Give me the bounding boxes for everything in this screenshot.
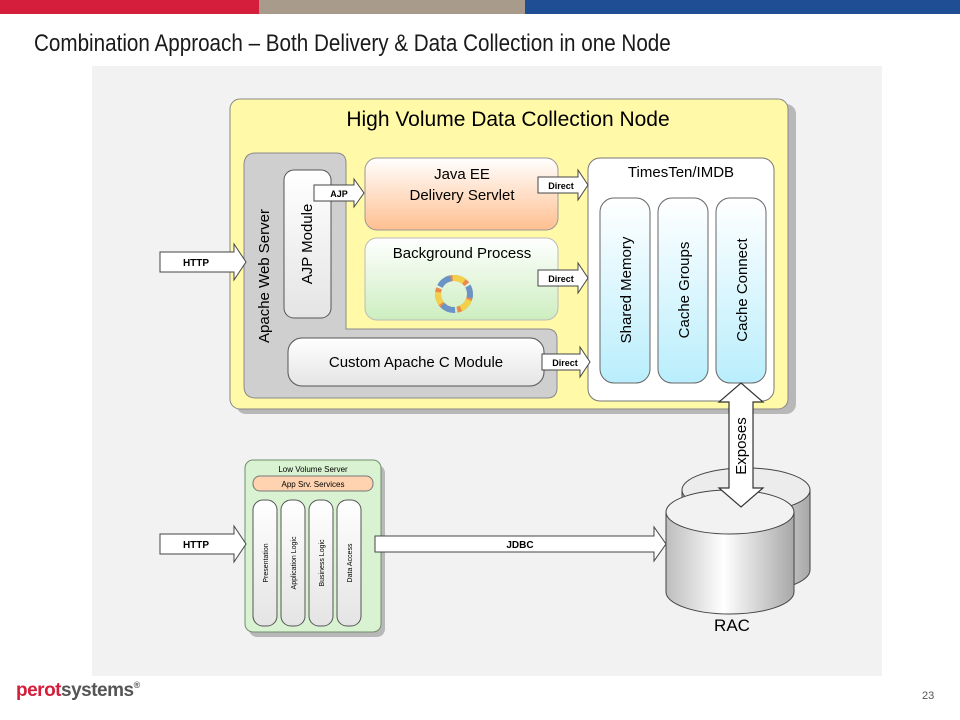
exposes-arrow bbox=[717, 382, 765, 508]
ajp-module-label: AJP Module bbox=[299, 204, 316, 285]
logo-mark: ® bbox=[133, 680, 141, 690]
recycle-cycle-icon bbox=[435, 275, 473, 313]
app-srv-services-label: App Srv. Services bbox=[282, 480, 345, 489]
top-bar-blue bbox=[525, 0, 960, 14]
low-volume-server-label: Low Volume Server bbox=[278, 465, 348, 474]
direct-arrow-2 bbox=[537, 261, 589, 295]
high-volume-node-title: High Volume Data Collection Node bbox=[346, 108, 669, 131]
direct-arrow-1 bbox=[537, 168, 589, 202]
application-logic-label: Application Logic bbox=[291, 536, 298, 589]
apache-web-server-label: Apache Web Server bbox=[256, 209, 273, 343]
background-process-label: Background Process bbox=[393, 245, 531, 262]
cache-groups-box bbox=[657, 197, 709, 384]
presentation-box bbox=[252, 499, 278, 627]
business-logic-label: Business Logic bbox=[319, 539, 326, 587]
top-bar-tan bbox=[259, 0, 525, 14]
logo-part1: perot bbox=[16, 680, 62, 701]
direct-arrow-3 bbox=[541, 345, 591, 379]
jdbc-arrow bbox=[374, 525, 667, 563]
cache-groups-label: Cache Groups bbox=[676, 242, 693, 339]
data-access-box bbox=[336, 499, 362, 627]
presentation-label: Presentation bbox=[263, 543, 270, 582]
direct-arrow-1-label: Direct bbox=[548, 181, 574, 191]
http-arrow-bottom bbox=[159, 524, 247, 564]
shared-memory-label: Shared Memory bbox=[618, 236, 635, 343]
exposes-label: Exposes bbox=[733, 417, 750, 475]
timesten-label: TimesTen/IMDB bbox=[628, 164, 734, 181]
jdbc-arrow-label: JDBC bbox=[506, 540, 533, 551]
perot-systems-logo: perotsystems® bbox=[16, 680, 140, 702]
logo-part2: systems bbox=[61, 680, 134, 701]
rac-database-icon bbox=[665, 467, 811, 615]
java-ee-label-line1: Java EE bbox=[434, 166, 490, 183]
cache-connect-label: Cache Connect bbox=[734, 237, 751, 341]
direct-arrow-3-label: Direct bbox=[552, 358, 578, 368]
direct-arrow-2-label: Direct bbox=[548, 274, 574, 284]
rac-label: RAC bbox=[714, 616, 750, 635]
app-srv-services-box bbox=[252, 475, 374, 492]
page-title: Combination Approach – Both Delivery & D… bbox=[34, 30, 671, 57]
http-arrow-top bbox=[159, 242, 247, 282]
page-number: 23 bbox=[922, 690, 935, 702]
data-access-label: Data Access bbox=[347, 543, 354, 582]
http-arrow-bottom-label: HTTP bbox=[183, 540, 209, 551]
top-bar-red bbox=[0, 0, 259, 14]
ajp-module-box bbox=[283, 169, 332, 319]
shared-memory-box bbox=[599, 197, 651, 384]
java-ee-servlet-box bbox=[364, 157, 559, 231]
architecture-diagram: High Volume Data Collection Node Apache … bbox=[92, 66, 882, 676]
business-logic-box bbox=[308, 499, 334, 627]
custom-apache-module-label: Custom Apache C Module bbox=[329, 354, 503, 371]
java-ee-label-line2: Delivery Servlet bbox=[409, 187, 515, 204]
ajp-arrow-label: AJP bbox=[330, 189, 348, 199]
http-arrow-top-label: HTTP bbox=[183, 258, 209, 269]
application-logic-box bbox=[280, 499, 306, 627]
ajp-arrow bbox=[313, 177, 365, 209]
